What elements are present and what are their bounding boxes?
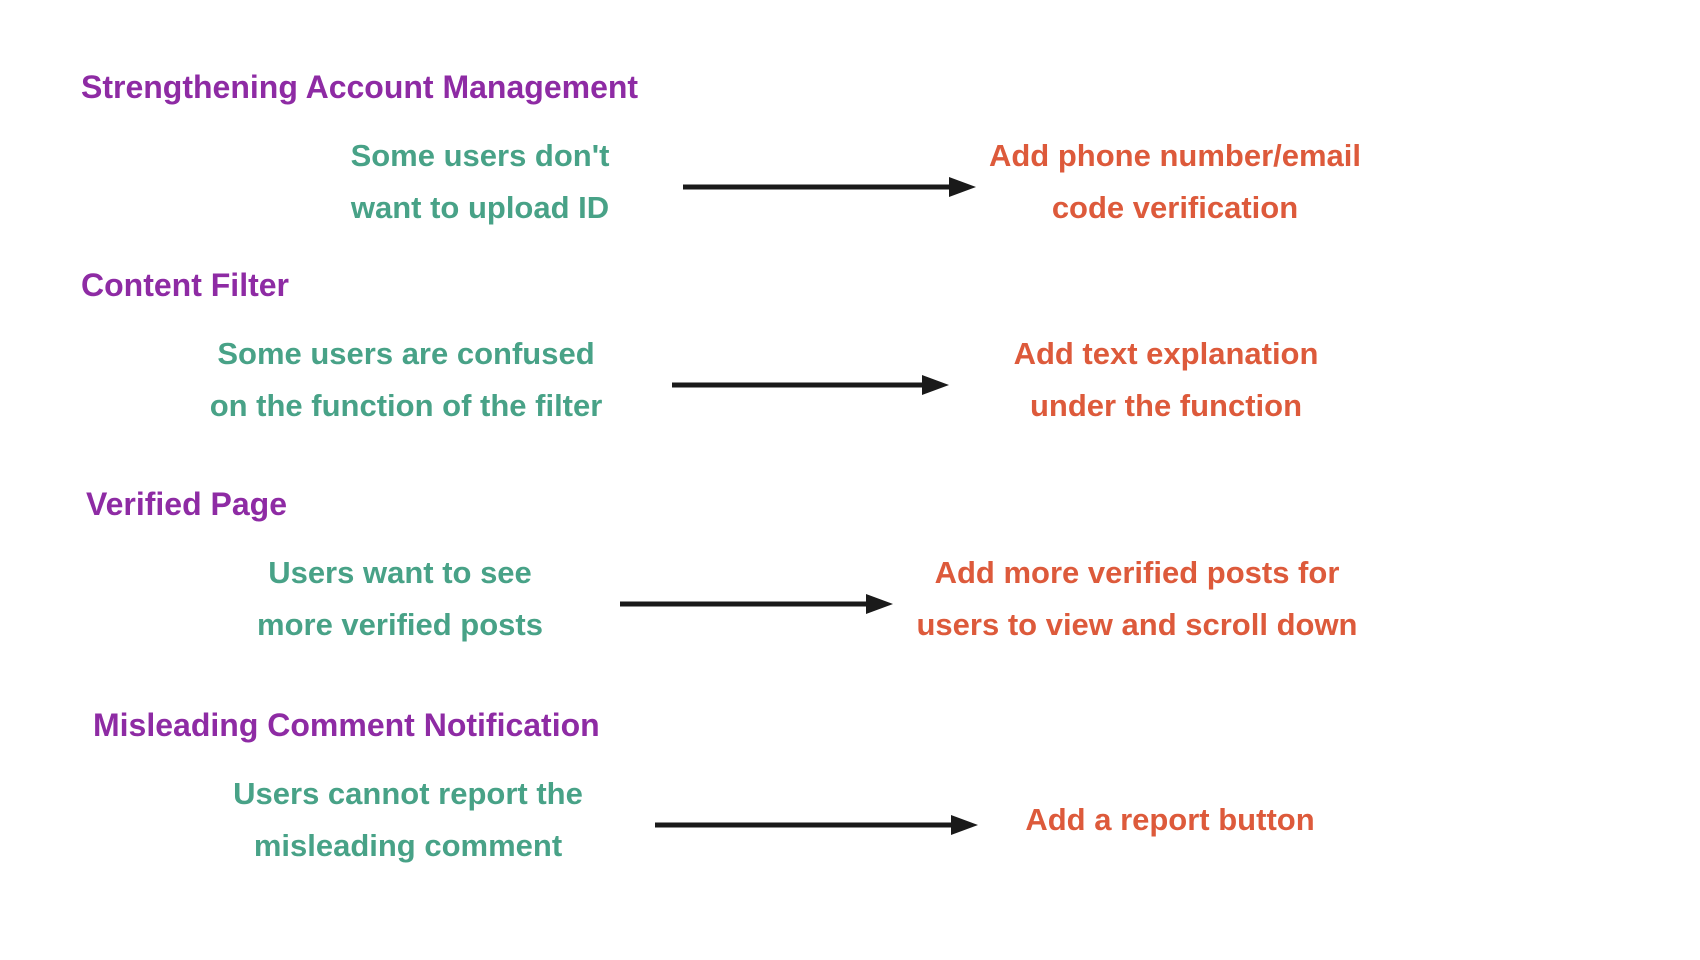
problem-line: on the function of the filter	[209, 388, 603, 423]
solution-line: users to view and scroll down	[916, 607, 1358, 642]
problem-line: Users cannot report the	[233, 776, 583, 811]
solution-line: Add phone number/email	[988, 138, 1362, 173]
problem-line: want to upload ID	[350, 190, 610, 225]
section-heading: Verified Page	[86, 486, 287, 522]
problem-text: Users want to see more verified posts	[130, 547, 670, 651]
section-heading: Misleading Comment Notification	[93, 707, 600, 743]
problem-text: Users cannot report the misleading comme…	[138, 768, 678, 872]
problem-line: Some users are confused	[217, 336, 595, 371]
section-heading: Strengthening Account Management	[81, 69, 639, 105]
arrow-icon	[683, 171, 977, 203]
problem-line: Some users don't	[350, 138, 610, 173]
problem-text: Some users don't want to upload ID	[210, 130, 750, 234]
solution-text: Add more verified posts for users to vie…	[857, 547, 1417, 651]
solution-line: Add a report button	[1025, 802, 1315, 837]
solution-line: Add more verified posts for	[934, 555, 1340, 590]
solution-text: Add text explanation under the function	[886, 328, 1446, 432]
solution-line: under the function	[1029, 388, 1303, 423]
solution-line: Add text explanation	[1013, 336, 1319, 371]
section-heading: Content Filter	[81, 267, 289, 303]
problem-text: Some users are confused on the function …	[136, 328, 676, 432]
problem-line: more verified posts	[257, 607, 543, 642]
arrow-icon	[655, 809, 979, 841]
arrow-icon	[672, 369, 950, 401]
solution-line: code verification	[1051, 190, 1299, 225]
problem-line: Users want to see	[268, 555, 532, 590]
arrow-icon	[620, 588, 894, 620]
solution-text: Add phone number/email code verification	[895, 130, 1455, 234]
solution-text: Add a report button	[890, 794, 1450, 846]
problem-line: misleading comment	[253, 828, 563, 863]
